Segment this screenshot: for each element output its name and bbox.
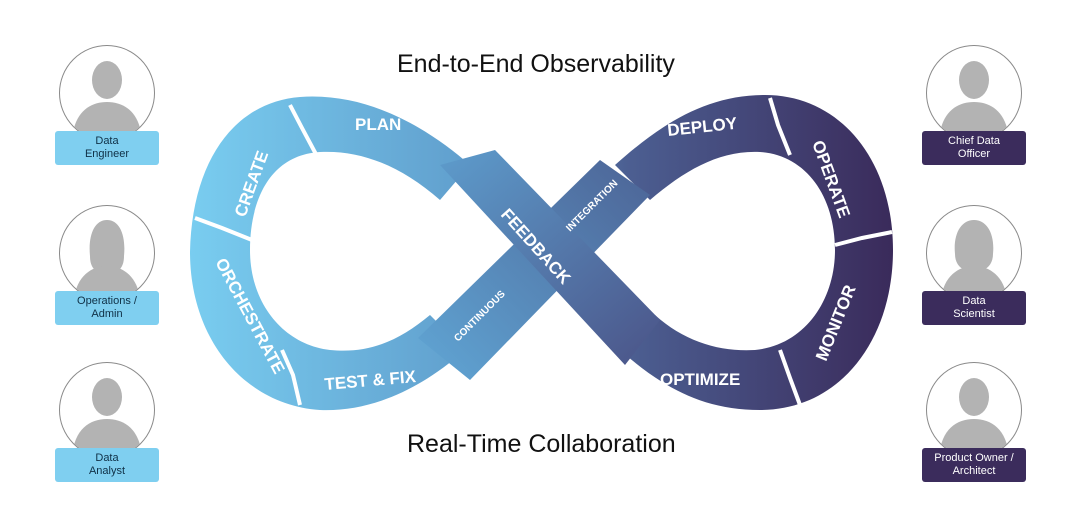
role-badge: Chief Data Officer xyxy=(922,131,1026,165)
role-line-1: Product Owner / xyxy=(934,452,1014,464)
role-line-2: Analyst xyxy=(88,465,126,477)
role-line-2: Architect xyxy=(952,465,996,477)
bottom-headline: Real-Time Collaboration xyxy=(407,430,676,458)
stage-optimize: OPTIMIZE xyxy=(660,370,740,389)
persona-data-analyst: Data Analyst xyxy=(55,362,159,482)
person-female-icon xyxy=(926,205,1022,301)
segment-separators xyxy=(194,97,893,406)
stage-plan: PLAN xyxy=(355,115,401,134)
role-badge: Data Scientist xyxy=(922,291,1026,325)
persona-data-engineer: Data Engineer xyxy=(55,45,159,165)
top-headline: End-to-End Observability xyxy=(397,50,675,78)
role-line-1: Data xyxy=(95,135,119,147)
role-line-1: Data xyxy=(962,295,986,307)
role-badge: Operations / Admin xyxy=(55,291,159,325)
person-female-icon xyxy=(59,205,155,301)
role-line-2: Engineer xyxy=(84,148,130,160)
persona-operations-admin: Operations / Admin xyxy=(55,205,159,325)
role-line-2: Scientist xyxy=(953,308,995,320)
role-badge: Data Analyst xyxy=(55,448,159,482)
right-ring xyxy=(615,95,893,410)
role-line-2: Officer xyxy=(957,148,991,160)
role-line-1: Data xyxy=(95,452,119,464)
persona-data-scientist: Data Scientist xyxy=(922,205,1026,325)
role-badge: Data Engineer xyxy=(55,131,159,165)
person-male-icon xyxy=(59,45,155,141)
role-line-1: Operations / xyxy=(77,295,137,307)
person-male-icon xyxy=(59,362,155,458)
persona-product-owner-architect: Product Owner / Architect xyxy=(922,362,1026,482)
feedback-band xyxy=(440,150,660,365)
left-ring xyxy=(190,96,470,411)
role-badge: Product Owner / Architect xyxy=(922,448,1026,482)
role-line-2: Admin xyxy=(91,308,123,320)
role-line-1: Chief Data xyxy=(948,135,1000,147)
person-male-icon xyxy=(926,45,1022,141)
persona-chief-data-officer: Chief Data Officer xyxy=(922,45,1026,165)
integration-band xyxy=(418,160,650,380)
person-male-icon xyxy=(926,362,1022,458)
